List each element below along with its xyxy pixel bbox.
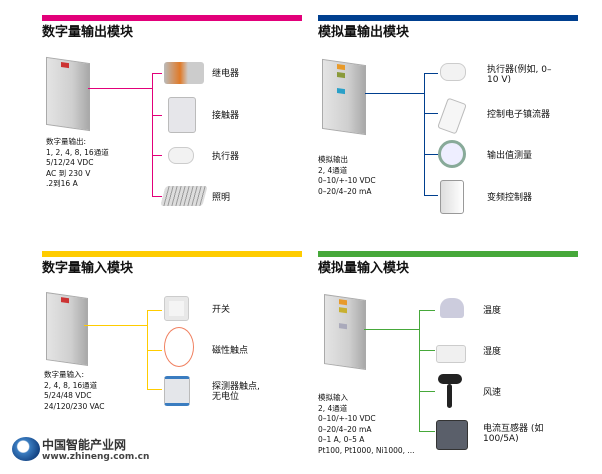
connector-line xyxy=(364,329,419,330)
spec-line: 24/120/230 VAC xyxy=(44,401,105,411)
connector-line xyxy=(365,93,424,94)
connector-line xyxy=(152,73,162,74)
connector-line xyxy=(152,73,153,197)
spec-line: .2到16 A xyxy=(46,179,78,188)
connector-line xyxy=(424,73,425,196)
actuator-image xyxy=(168,147,194,164)
connector-line xyxy=(419,391,435,392)
spec-line: AC 到 230 V xyxy=(46,168,91,178)
connector-line xyxy=(424,195,438,196)
spec-line: 2, 4通道 xyxy=(318,403,348,413)
digital-input-module-image xyxy=(46,292,88,366)
spec-line: 5/12/24 VDC xyxy=(46,158,94,167)
connector-line xyxy=(419,310,435,311)
anemometer-pole xyxy=(447,384,452,408)
frequency-converter-image xyxy=(440,180,464,214)
spec-line: 1, 2, 4, 8, 16通道 xyxy=(46,147,109,157)
connector-line xyxy=(424,154,438,155)
device-label: 湿度 xyxy=(483,347,502,357)
connector-line xyxy=(419,350,435,351)
connector-line xyxy=(424,113,438,114)
spec-line: 2, 4, 8, 16通道 xyxy=(44,380,98,390)
lighting-image xyxy=(160,186,208,206)
spec-line: 0–20/4–20 mA xyxy=(318,186,372,196)
analog-output-module-image xyxy=(322,58,366,136)
temperature-sensor-image xyxy=(440,298,464,318)
analog-input-module-image xyxy=(324,294,366,370)
ballast-image xyxy=(437,97,467,135)
spec-line: 5/24/48 VDC xyxy=(44,391,92,400)
spec-line: 模拟输出 xyxy=(318,155,348,164)
spec-line: 0–10/+-10 VDC xyxy=(318,176,376,185)
connector-line xyxy=(147,389,162,390)
spec-line: 数字量输出: xyxy=(46,137,87,146)
spec-line: 0–1 A, 0–5 A xyxy=(318,435,365,444)
device-label: 磁性触点 xyxy=(212,346,249,356)
logo-url: www.zhineng.com.cn xyxy=(42,452,150,462)
device-label: 控制电子镇流器 xyxy=(487,110,551,120)
current-transformer-image xyxy=(436,420,468,450)
gauge-image xyxy=(438,140,466,168)
device-label: 电流互感器 (如 100/5A) xyxy=(483,424,544,444)
section-bar-digital-input xyxy=(42,251,302,257)
switch-image xyxy=(164,296,189,321)
device-label: 执行器 xyxy=(212,152,240,162)
connector-line xyxy=(88,88,152,89)
section-title: 模拟量输出模块 xyxy=(318,25,410,40)
device-label: 温度 xyxy=(483,306,502,316)
device-label: 开关 xyxy=(212,305,231,315)
device-label: 变频控制器 xyxy=(487,193,533,203)
device-label: 接触器 xyxy=(212,111,240,121)
connector-line xyxy=(419,431,435,432)
section-bar-digital-output xyxy=(42,15,302,21)
connector-line xyxy=(152,196,162,197)
device-label: 照明 xyxy=(212,193,231,203)
spec-line: Pt100, Pt1000, Ni1000, ... xyxy=(318,445,415,455)
device-label: 继电器 xyxy=(212,69,240,79)
logo-name: 中国智能产业网 xyxy=(42,438,127,452)
connector-line xyxy=(147,310,162,311)
device-label: 风速 xyxy=(483,388,502,398)
contactor-image xyxy=(168,97,196,133)
spec-line: 2, 4通道 xyxy=(318,165,348,175)
section-title: 数字量输出模块 xyxy=(42,25,134,40)
device-label: 探测器触点, 无电位 xyxy=(212,382,260,402)
spec-line: 0–10/+-10 VDC xyxy=(318,414,376,423)
section-title: 模拟量输入模块 xyxy=(318,261,410,276)
spec-line: 数字量输入: xyxy=(44,370,85,379)
connector-line xyxy=(152,115,162,116)
connector-line xyxy=(419,310,420,432)
connector-line xyxy=(84,325,147,326)
section-bar-analog-input xyxy=(318,251,578,257)
digital-output-module-image xyxy=(46,56,90,132)
actuator-image xyxy=(440,63,466,81)
anemometer-image xyxy=(438,374,462,384)
connector-line xyxy=(424,73,438,74)
section-bar-analog-output xyxy=(318,15,578,21)
section-title: 数字量输入模块 xyxy=(42,261,134,276)
spec-line: 模拟输入 xyxy=(318,393,348,402)
device-label: 输出值测量 xyxy=(487,151,533,161)
spec-line: 0–20/4–20 mA xyxy=(318,424,372,434)
logo-globe-icon xyxy=(12,437,40,461)
connector-line xyxy=(152,155,162,156)
device-label: 执行器(例如, 0–10 V) xyxy=(487,65,552,85)
humidity-sensor-image xyxy=(436,345,466,363)
detector-contact-image xyxy=(164,376,190,406)
relay-image xyxy=(164,62,204,84)
connector-line xyxy=(147,350,162,351)
magnetic-contact-image xyxy=(164,327,194,367)
